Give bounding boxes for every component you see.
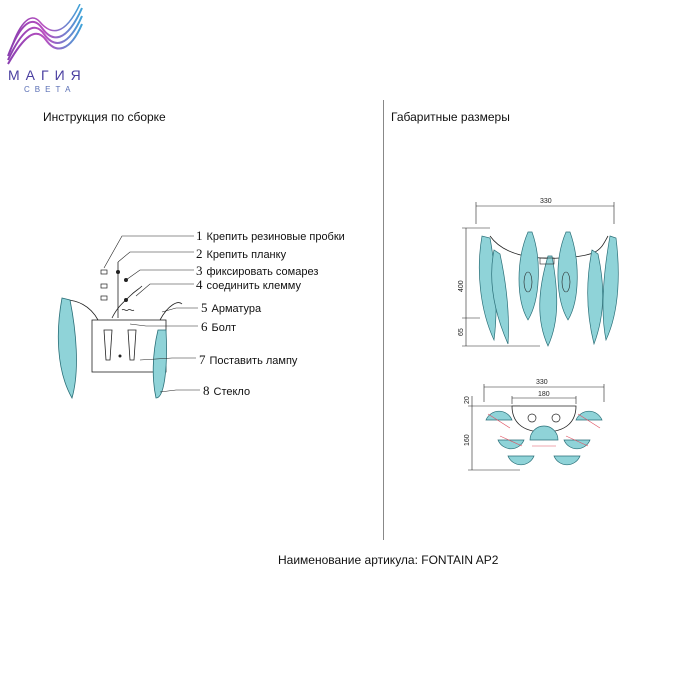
front-width-label: 330 [540,198,552,205]
front-glass-5 [557,231,578,321]
top-width-label: 330 [536,379,548,386]
step-number: 6 [201,319,208,334]
assembly-heading: Инструкция по сборке [43,110,166,124]
step-7: 7 Поставить лампу [199,352,297,368]
step-label: Стекло [213,386,251,398]
logo-wave-icon [7,4,83,65]
top-inner-label: 180 [538,391,550,398]
step-label: Арматура [211,303,262,315]
dimensions-heading: Габаритные размеры [391,110,510,124]
top-depth-label: 160 [464,434,471,446]
step-number: 3 [196,263,203,278]
front-lower-label: 65 [458,328,465,336]
top-glass-2 [497,439,525,450]
step-8: 8 Стекло [203,383,250,399]
step-label: соединить клемму [206,280,301,292]
step-label: фиксировать сомарез [206,266,319,278]
logo-sub: СВЕТА [24,85,76,94]
top-glass-1 [485,410,513,421]
step-number: 4 [196,277,203,292]
front-glass-6 [587,249,604,346]
lamp-left [103,329,113,361]
top-glass-4 [529,425,559,441]
top-glass-7 [575,410,603,421]
column-divider [383,100,384,540]
top-offset-label: 20 [464,396,471,404]
step-2: 2 Крепить планку [196,246,286,262]
logo: МАГИЯ СВЕТА [6,4,84,100]
step-1: 1 Крепить резиновые пробки [196,228,345,244]
step-number: 5 [201,300,208,315]
step-number: 7 [199,352,206,367]
step-number: 2 [196,246,203,261]
step-label: Крепить планку [206,249,287,261]
step-number: 8 [203,383,210,398]
step-6: 6 Болт [201,319,236,335]
top-glass-3 [507,455,535,466]
front-glass-4 [539,255,558,347]
step-label: Поставить лампу [209,355,298,367]
front-height-label: 400 [458,280,465,292]
top-glass-6 [563,439,591,450]
article-name: Наименование артикула: FONTAIN AP2 [278,553,499,567]
logo-word: МАГИЯ [8,67,87,83]
step-3: 3 фиксировать сомарез [196,263,318,279]
step-number: 1 [196,228,203,243]
front-glass-2 [491,249,509,345]
step-4: 4 соединить клемму [196,277,301,293]
glass-left [57,297,77,400]
step-label: Болт [211,322,237,334]
front-glass-7 [602,235,619,342]
top-glass-5 [553,455,581,466]
step-label: Крепить резиновые пробки [206,231,345,243]
front-glass-3 [518,231,539,321]
step-5: 5 Арматура [201,300,261,316]
lamp-right [127,329,137,361]
glass-right [152,329,167,399]
